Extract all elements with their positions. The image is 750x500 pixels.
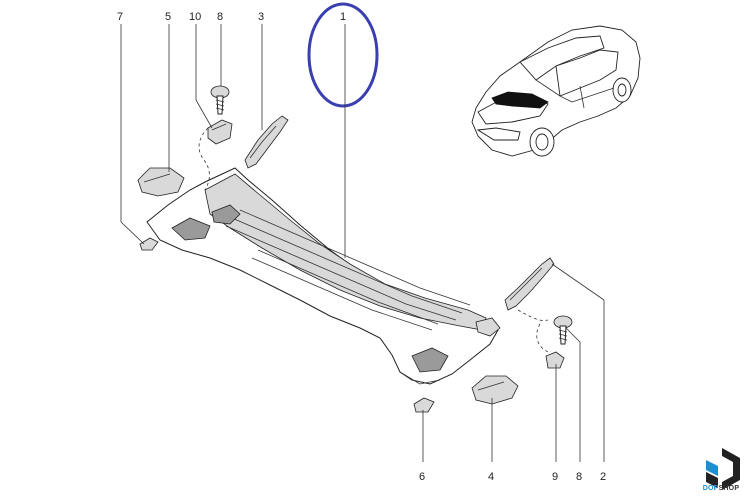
highlight-ellipse <box>307 2 379 108</box>
part-4-right-cap <box>471 375 519 405</box>
part-7-clip <box>139 237 159 251</box>
brand-name-part1: DOP <box>702 485 719 492</box>
part-5-left-cap <box>137 167 185 197</box>
part-8-screw-left <box>210 85 230 115</box>
callout-10: 10 <box>189 11 201 23</box>
cowl-panel <box>146 167 501 385</box>
callout-8-top: 8 <box>217 11 223 23</box>
part-6-clip <box>413 397 435 413</box>
callout-4: 4 <box>488 471 494 483</box>
callout-7: 7 <box>117 11 123 23</box>
brand-name-part2: SHOP <box>718 485 740 492</box>
part-9-nut <box>545 351 565 369</box>
callout-6: 6 <box>419 471 425 483</box>
dopshop-logo-icon <box>706 448 740 490</box>
part-2-right-seal <box>504 257 555 311</box>
callout-labels: 7 5 10 8 3 1 6 4 9 8 2 <box>117 11 606 483</box>
brand-logo-text: DOPSHOP <box>698 485 744 492</box>
part-8-screw-right <box>553 315 573 345</box>
callout-8-bottom: 8 <box>576 471 582 483</box>
part-3-left-seal <box>244 115 289 169</box>
leader-lines <box>120 24 605 462</box>
callout-9: 9 <box>552 471 558 483</box>
callout-1: 1 <box>340 11 346 23</box>
callout-5: 5 <box>165 11 171 23</box>
callout-2: 2 <box>600 471 606 483</box>
part-10-clip <box>207 119 233 145</box>
callout-3: 3 <box>258 11 264 23</box>
car-location-illustration <box>471 25 641 157</box>
